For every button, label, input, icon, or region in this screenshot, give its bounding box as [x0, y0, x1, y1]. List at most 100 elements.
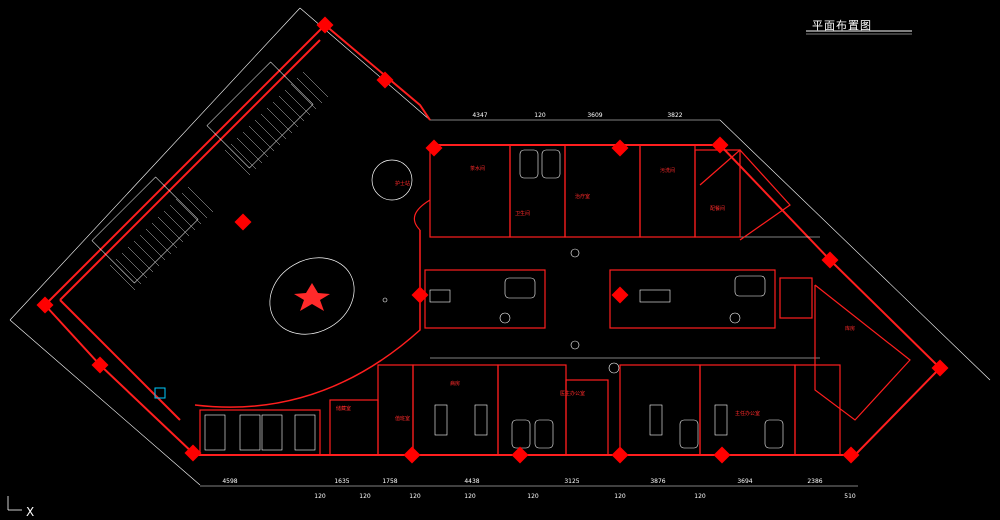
- bottom-dimension: 4438: [464, 478, 479, 485]
- bottom-dimension: 3125: [564, 478, 579, 485]
- fixtures: [204, 149, 784, 451]
- bottom-dimension: 3694: [737, 478, 752, 485]
- stair-tread: [187, 186, 214, 213]
- stair-tread: [302, 71, 329, 98]
- stair-tread: [181, 192, 208, 219]
- stair-tread: [278, 95, 305, 122]
- stair-tread: [242, 131, 269, 158]
- room-label: 护士站: [395, 180, 410, 187]
- stair-tread: [109, 264, 136, 291]
- stair-tread: [115, 258, 142, 285]
- bottom-dimension: 2386: [807, 478, 822, 485]
- room-label: 卫生间: [515, 210, 530, 217]
- bottom-dimension: 3876: [650, 478, 665, 485]
- bottom-small-dimension: 510: [844, 493, 856, 500]
- bottom-small-dimension: 120: [314, 493, 326, 500]
- top-dimension-labels: 4347 120 3609 3822: [472, 112, 682, 119]
- bottom-small-dimension: 120: [614, 493, 626, 500]
- drawing-title: 平面布置图: [812, 19, 872, 32]
- top-dimension: 3822: [667, 112, 682, 119]
- right-rooms: [699, 149, 911, 421]
- lobby-curve-top: [413, 199, 431, 231]
- column-marker: [411, 286, 429, 304]
- column-marker: [931, 359, 949, 377]
- stair-tread: [121, 252, 148, 279]
- exterior-walls: [44, 23, 942, 456]
- bottom-small-dimension: 120: [359, 493, 371, 500]
- stairs: [91, 61, 314, 284]
- room-label: 库房: [845, 325, 855, 332]
- axis-x-label: X: [26, 505, 34, 519]
- stair-tread: [139, 234, 166, 261]
- stair-tread: [230, 143, 257, 170]
- stair-tread: [145, 228, 172, 255]
- room-label: 储藏室: [336, 405, 351, 412]
- room-label: 医生办公室: [560, 390, 585, 397]
- column-marker: [611, 446, 629, 464]
- bottom-dimension: 1758: [382, 478, 397, 485]
- structural-columns: [36, 16, 949, 464]
- bottom-small-dimension-labels: 120 120 120 120 120 120 120 510: [314, 493, 856, 500]
- stair-tread: [175, 198, 202, 225]
- column-marker: [821, 251, 839, 269]
- stair-tread: [163, 210, 190, 237]
- stair-tread: [133, 240, 160, 267]
- column-marker: [234, 213, 252, 231]
- middle-rooms: [424, 269, 813, 329]
- stair-tread: [157, 216, 184, 243]
- bottom-small-dimension: 120: [464, 493, 476, 500]
- stair-tread: [272, 101, 299, 128]
- room-label: 主任办公室: [735, 410, 760, 417]
- bottom-rooms: [199, 364, 841, 456]
- column-marker: [91, 356, 109, 374]
- stair-tread: [290, 83, 317, 110]
- stair-tread: [296, 77, 323, 104]
- room-label: 值班室: [395, 415, 410, 422]
- column-marker: [376, 71, 394, 89]
- room-label: 治疗室: [575, 193, 590, 200]
- stair-tread: [151, 222, 178, 249]
- bottom-small-dimension: 120: [694, 493, 706, 500]
- column-marker: [711, 136, 729, 154]
- column-marker: [611, 286, 629, 304]
- column-marker: [511, 446, 529, 464]
- stair-treads: [109, 71, 329, 291]
- lobby-ellipse: [269, 257, 355, 335]
- room-label: 病房: [450, 380, 460, 387]
- room-label: 茶水间: [470, 165, 485, 172]
- top-dimension: 3609: [587, 112, 602, 119]
- reception-round-desk: [371, 159, 413, 201]
- column-marker: [842, 446, 860, 464]
- bottom-small-dimension: 120: [409, 493, 421, 500]
- stair-tread: [284, 89, 311, 116]
- bottom-dimension: 4598: [222, 478, 237, 485]
- bottom-small-dimension: 120: [527, 493, 539, 500]
- stair-tread: [169, 204, 196, 231]
- room-label: 配餐间: [710, 205, 725, 212]
- lobby-curve-wall: [194, 230, 421, 408]
- stair-tread: [266, 107, 293, 134]
- top-dimension: 120: [534, 112, 546, 119]
- stair-tread: [224, 149, 251, 176]
- stair-tread: [248, 125, 275, 152]
- cyan-marker: [154, 387, 166, 399]
- lobby-star-emblem: [294, 283, 330, 311]
- room-label: 污洗间: [660, 167, 675, 174]
- ucs-axis-icon: [7, 496, 22, 511]
- stair-tread: [127, 246, 154, 273]
- column-marker: [425, 139, 443, 157]
- top-rooms: [429, 144, 741, 238]
- stair-tread: [236, 137, 263, 164]
- column-marker: [184, 444, 202, 462]
- stair-tread: [260, 113, 287, 140]
- column-marker: [403, 446, 421, 464]
- column-marker: [713, 446, 731, 464]
- stair-tread: [254, 119, 281, 146]
- column-marker: [611, 139, 629, 157]
- top-dimension: 4347: [472, 112, 487, 119]
- dimension-frame: [9, 7, 991, 487]
